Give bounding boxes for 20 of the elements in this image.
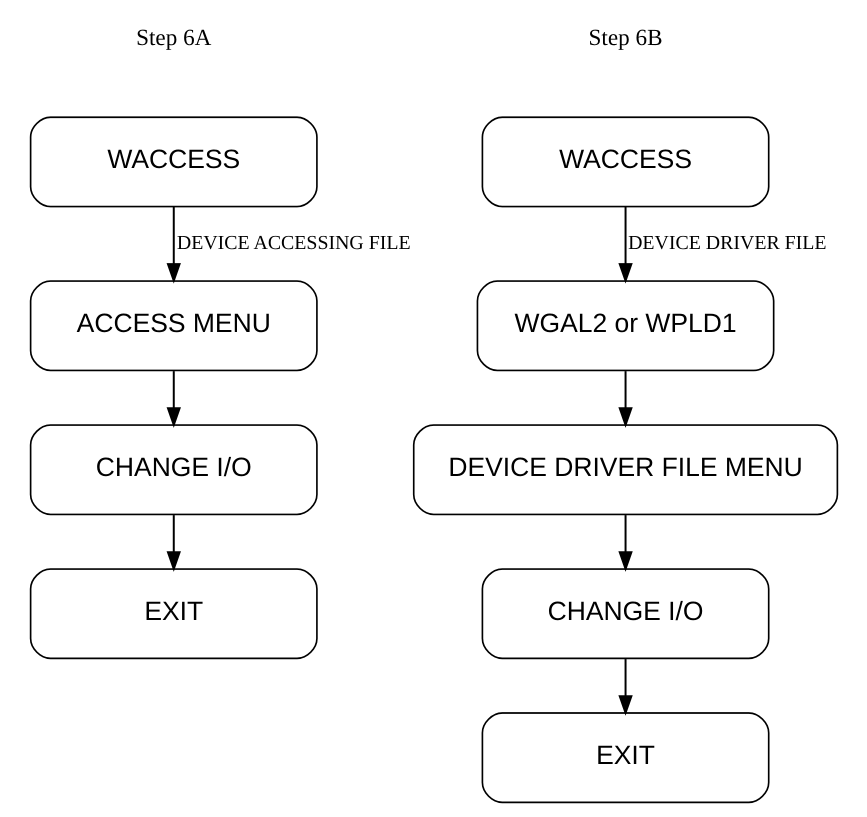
node-box: WGAL2 or WPLD1 xyxy=(476,280,774,372)
node-box: EXIT xyxy=(29,568,318,660)
arrow xyxy=(618,515,632,572)
node-box: WACCESS xyxy=(481,116,770,208)
arrow xyxy=(618,659,632,716)
arrow xyxy=(618,371,632,428)
node-box: ACCESS MENU xyxy=(29,280,318,372)
arrow xyxy=(166,371,180,428)
label: Step 6A xyxy=(136,24,211,51)
edge-label: DEVICE DRIVER FILE xyxy=(628,232,826,254)
node-box: WACCESS xyxy=(29,116,318,208)
arrow xyxy=(618,207,632,284)
edge-label: DEVICE ACCESSING FILE xyxy=(176,232,410,254)
node-box: DEVICE DRIVER FILE MENU xyxy=(412,424,838,516)
node-box: CHANGE I/O xyxy=(481,568,770,660)
node-box: CHANGE I/O xyxy=(29,424,318,516)
arrow xyxy=(166,207,180,284)
node-box: EXIT xyxy=(481,712,770,804)
arrow xyxy=(166,515,180,572)
label: Step 6B xyxy=(588,24,662,51)
